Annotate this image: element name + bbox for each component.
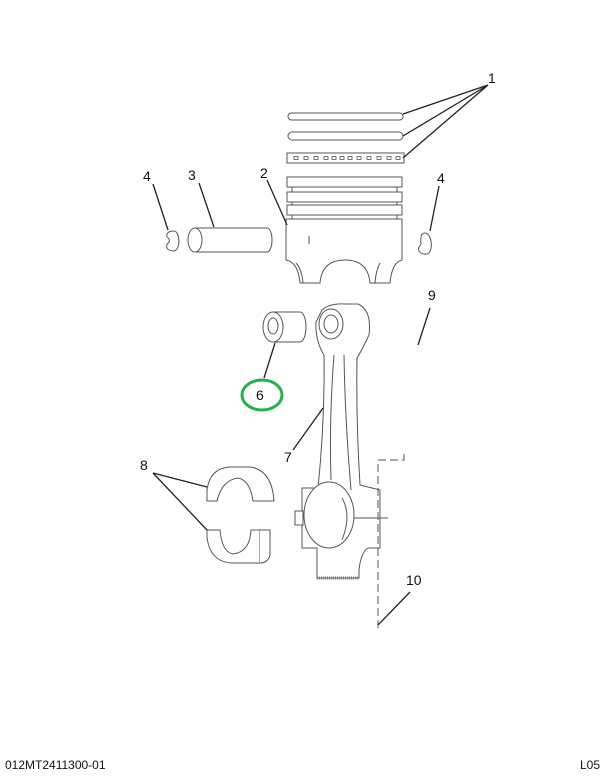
retaining-ring-left [166, 230, 180, 252]
piston-pin [187, 227, 273, 253]
svg-text:1: 1 [488, 70, 496, 86]
callout-6[interactable]: 6 [240, 378, 284, 412]
svg-text:6: 6 [256, 387, 264, 403]
retaining-ring-right [417, 232, 432, 255]
piston-rings [286, 112, 405, 164]
svg-text:3: 3 [188, 167, 196, 183]
callout-4-left[interactable]: 4 [143, 168, 151, 184]
bearing-halves [206, 466, 275, 564]
callout-8[interactable]: 8 [140, 457, 148, 473]
svg-text:2: 2 [260, 165, 268, 181]
svg-text:7: 7 [284, 449, 292, 465]
piston [285, 176, 403, 284]
connecting-rod [294, 303, 388, 580]
highlight-ring [240, 378, 284, 412]
svg-text:9: 9 [428, 287, 436, 303]
callout-3[interactable]: 3 [188, 167, 196, 183]
center-line [377, 450, 405, 628]
svg-text:4: 4 [437, 170, 445, 186]
callout-1[interactable]: 1 [488, 70, 496, 86]
callout-9[interactable]: 9 [428, 287, 436, 303]
svg-text:10: 10 [406, 572, 422, 588]
drawing-code: L05 [579, 758, 600, 772]
callout-4-right[interactable]: 4 [437, 170, 445, 186]
callout-10[interactable]: 10 [406, 572, 422, 588]
svg-text:4: 4 [143, 168, 151, 184]
drawing-id: 012MT2411300-01 [5, 758, 106, 772]
bushing [262, 311, 307, 343]
callout-7[interactable]: 7 [284, 449, 292, 465]
svg-text:8: 8 [140, 457, 148, 473]
callout-2[interactable]: 2 [260, 165, 268, 181]
leader-lines [152, 84, 489, 626]
